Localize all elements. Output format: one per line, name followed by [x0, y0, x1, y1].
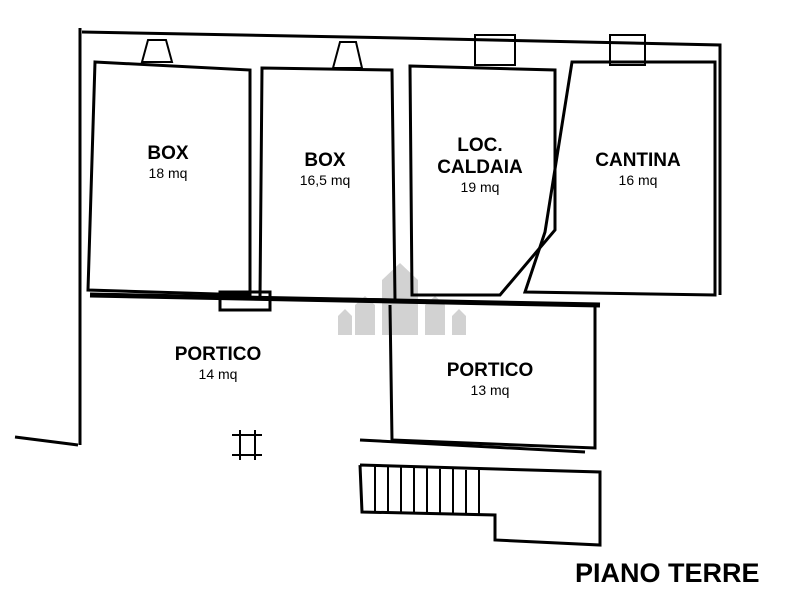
- room-box-2: BOX 16,5 mq: [300, 150, 351, 188]
- room-area: 13 mq: [470, 381, 510, 398]
- plan-title: PIANO TERRE: [575, 558, 760, 588]
- room-cantina: CANTINA 16 mq: [595, 150, 681, 188]
- stairs: [374, 466, 480, 515]
- room-box-1: BOX 18 mq: [147, 143, 188, 181]
- room-name: PORTICO: [174, 344, 262, 365]
- chimneys: [140, 34, 646, 69]
- room-name: LOC.: [457, 135, 503, 156]
- room-name: PORTICO: [446, 360, 534, 381]
- room-name: CANTINA: [595, 150, 681, 171]
- room-loc-caldaia: LOC. CALDAIA 19 mq: [437, 135, 523, 195]
- room-area: 16 mq: [618, 171, 658, 188]
- room-portico-2: PORTICO 13 mq: [447, 360, 534, 398]
- room-name: BOX: [147, 143, 189, 164]
- room-name-line2: CALDAIA: [437, 156, 523, 178]
- room-name: BOX: [304, 150, 346, 171]
- walls: [14, 28, 722, 547]
- room-area: 18 mq: [148, 164, 188, 181]
- room-portico-1: PORTICO 14 mq: [175, 344, 262, 382]
- room-area: 16,5 mq: [299, 171, 351, 188]
- room-area: 19 mq: [460, 178, 500, 195]
- room-area: 14 mq: [198, 365, 238, 382]
